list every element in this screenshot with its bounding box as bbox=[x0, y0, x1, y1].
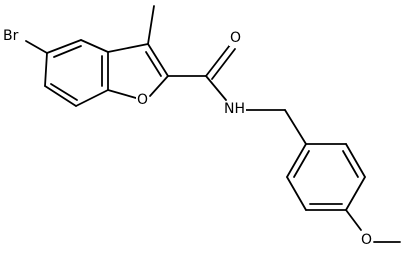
bond-c3-c2-inner bbox=[145, 51, 162, 77]
bond-c4-c5-inner bbox=[53, 45, 82, 58]
bond-c2-o1 bbox=[149, 75, 169, 97]
bond-ar2-ar3-inner bbox=[342, 150, 359, 178]
bond-c6-c7 bbox=[44, 85, 77, 107]
bond-ar6-ar1-inner bbox=[293, 150, 310, 178]
amide-nitrogen-atom-label: NH bbox=[223, 101, 246, 117]
bond-c4-c5 bbox=[46, 39, 82, 54]
bond-c7-c7a bbox=[75, 89, 109, 107]
methoxy-oxygen-atom-label: O bbox=[360, 232, 374, 248]
bond-c3a-c3 bbox=[107, 43, 149, 53]
bond-ch2-aryl bbox=[284, 109, 307, 145]
carbonyl-oxygen-atom-label: O bbox=[229, 30, 243, 46]
bromine-atom-label: Br bbox=[2, 28, 20, 44]
bond-ar4-o bbox=[345, 209, 362, 231]
bond-c5-br bbox=[25, 40, 48, 54]
bond-ar6-ar1 bbox=[286, 143, 307, 178]
bond-ar5-ar6 bbox=[286, 176, 307, 211]
bond-o1-c7a bbox=[107, 89, 137, 99]
bond-ar3-ar4 bbox=[345, 176, 366, 211]
bond-carbonyl-o bbox=[205, 44, 231, 77]
bond-carbonyl-n bbox=[205, 75, 227, 101]
bond-c3a-c4 bbox=[80, 39, 109, 53]
bond-c5-c6 bbox=[44, 52, 48, 87]
bond-c6-c7-inner bbox=[50, 83, 78, 101]
ring-oxygen-atom-label: O bbox=[136, 92, 150, 108]
bond-ar2-ar3 bbox=[345, 143, 366, 178]
bond-carbonyl-o-double bbox=[211, 48, 236, 80]
bond-c3-c2 bbox=[147, 43, 169, 77]
bond-c3-methyl bbox=[147, 5, 155, 45]
